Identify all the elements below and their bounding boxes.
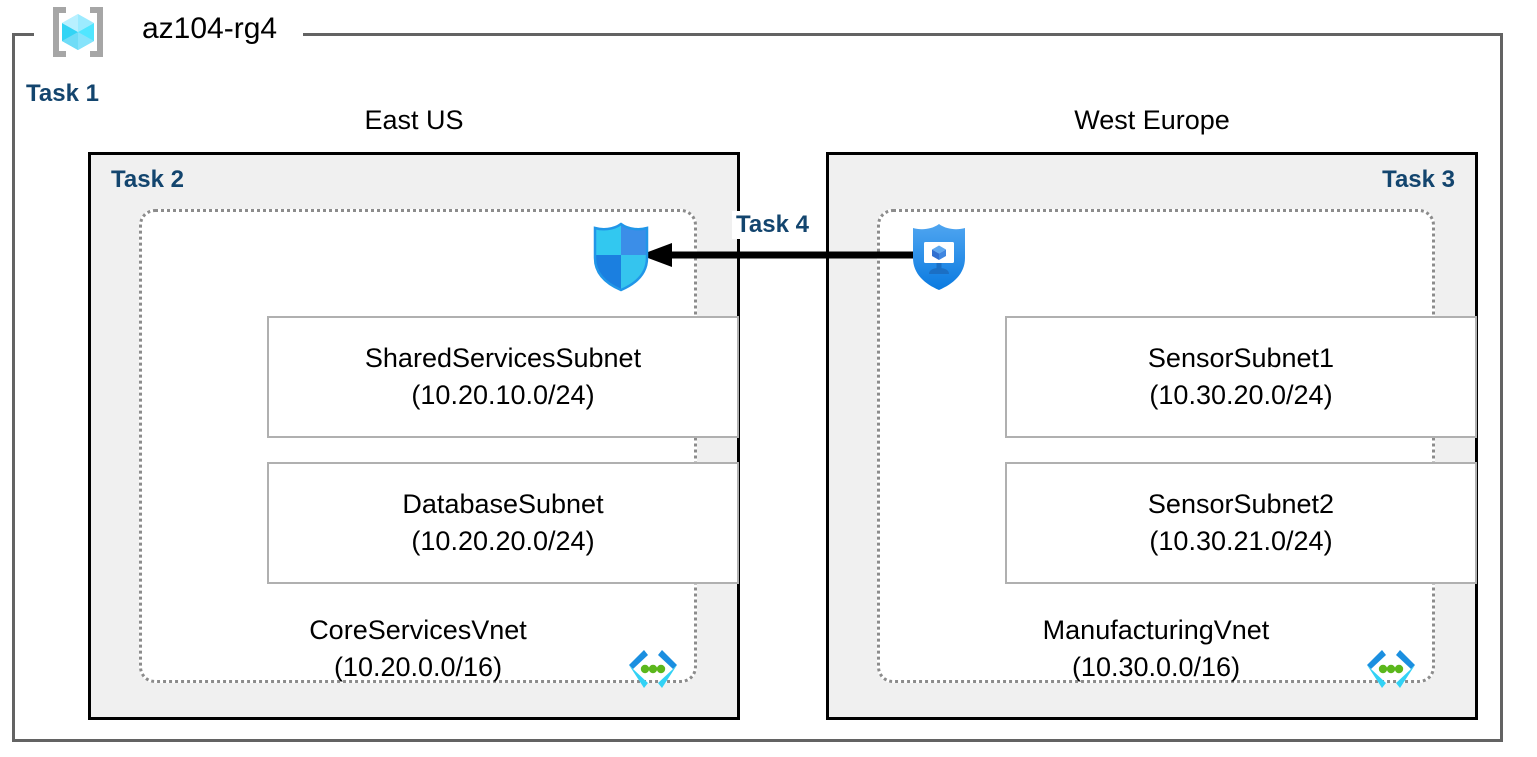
vnet-cidr: (10.30.0.0/16)	[1071, 652, 1241, 682]
resource-group-frame-left	[12, 33, 15, 742]
vnet-caption-coreservicesvnet: CoreServicesVnet (10.20.0.0/16)	[142, 612, 694, 686]
subnet-name: SensorSubnet2	[1147, 489, 1335, 519]
virtual-network-icon	[1360, 646, 1422, 692]
task-3-label: Task 3	[1382, 166, 1455, 193]
subnet-name: DatabaseSubnet	[402, 489, 604, 519]
subnet-box-sensorsubnet2: SensorSubnet2 (10.30.21.0/24)	[1005, 462, 1477, 584]
subnet-cidr: (10.30.21.0/24)	[1149, 526, 1333, 556]
resource-group-frame-top-stub	[12, 33, 34, 36]
subnet-cidr: (10.20.10.0/24)	[411, 380, 595, 410]
task-4-label: Task 4	[732, 211, 813, 239]
task-1-label: Task 1	[26, 80, 99, 107]
resource-group-frame-right	[1500, 33, 1503, 742]
subnet-cidr: (10.30.20.0/24)	[1149, 380, 1333, 410]
subnet-box-databasesubnet: DatabaseSubnet (10.20.20.0/24)	[267, 462, 739, 584]
region-caption-west-europe: West Europe	[1074, 105, 1230, 135]
resource-group-cube-icon	[49, 4, 107, 60]
vnet-box-manufacturingvnet: SensorSubnet1 (10.30.20.0/24) SensorSubn…	[877, 209, 1477, 688]
virtual-network-icon	[622, 646, 684, 692]
region-caption-east-us: East US	[364, 105, 464, 135]
resource-group-frame-top-main	[303, 33, 1503, 36]
task-2-label: Task 2	[111, 166, 184, 193]
network-security-group-shield-icon	[592, 222, 650, 292]
subnet-name: SharedServicesSubnet	[364, 343, 642, 373]
vnet-name: ManufacturingVnet	[1042, 615, 1270, 645]
virtual-network-gateway-shield-icon	[910, 222, 968, 292]
subnet-cidr: (10.20.20.0/24)	[411, 526, 595, 556]
subnet-box-sharedservicessubnet: SharedServicesSubnet (10.20.10.0/24)	[267, 316, 739, 438]
subnet-box-sensorsubnet1: SensorSubnet1 (10.30.20.0/24)	[1005, 316, 1477, 438]
vnet-caption-manufacturingvnet: ManufacturingVnet (10.30.0.0/16)	[880, 612, 1432, 686]
peering-connection-arrow	[640, 237, 920, 273]
subnet-name: SensorSubnet1	[1147, 343, 1335, 373]
resource-group-frame-bottom	[12, 739, 1503, 742]
vnet-cidr: (10.20.0.0/16)	[333, 652, 503, 682]
resource-group-name: az104-rg4	[142, 12, 278, 45]
vnet-name: CoreServicesVnet	[309, 615, 527, 645]
vnet-box-coreservicesvnet: SharedServicesSubnet (10.20.10.0/24) Dat…	[139, 209, 739, 688]
